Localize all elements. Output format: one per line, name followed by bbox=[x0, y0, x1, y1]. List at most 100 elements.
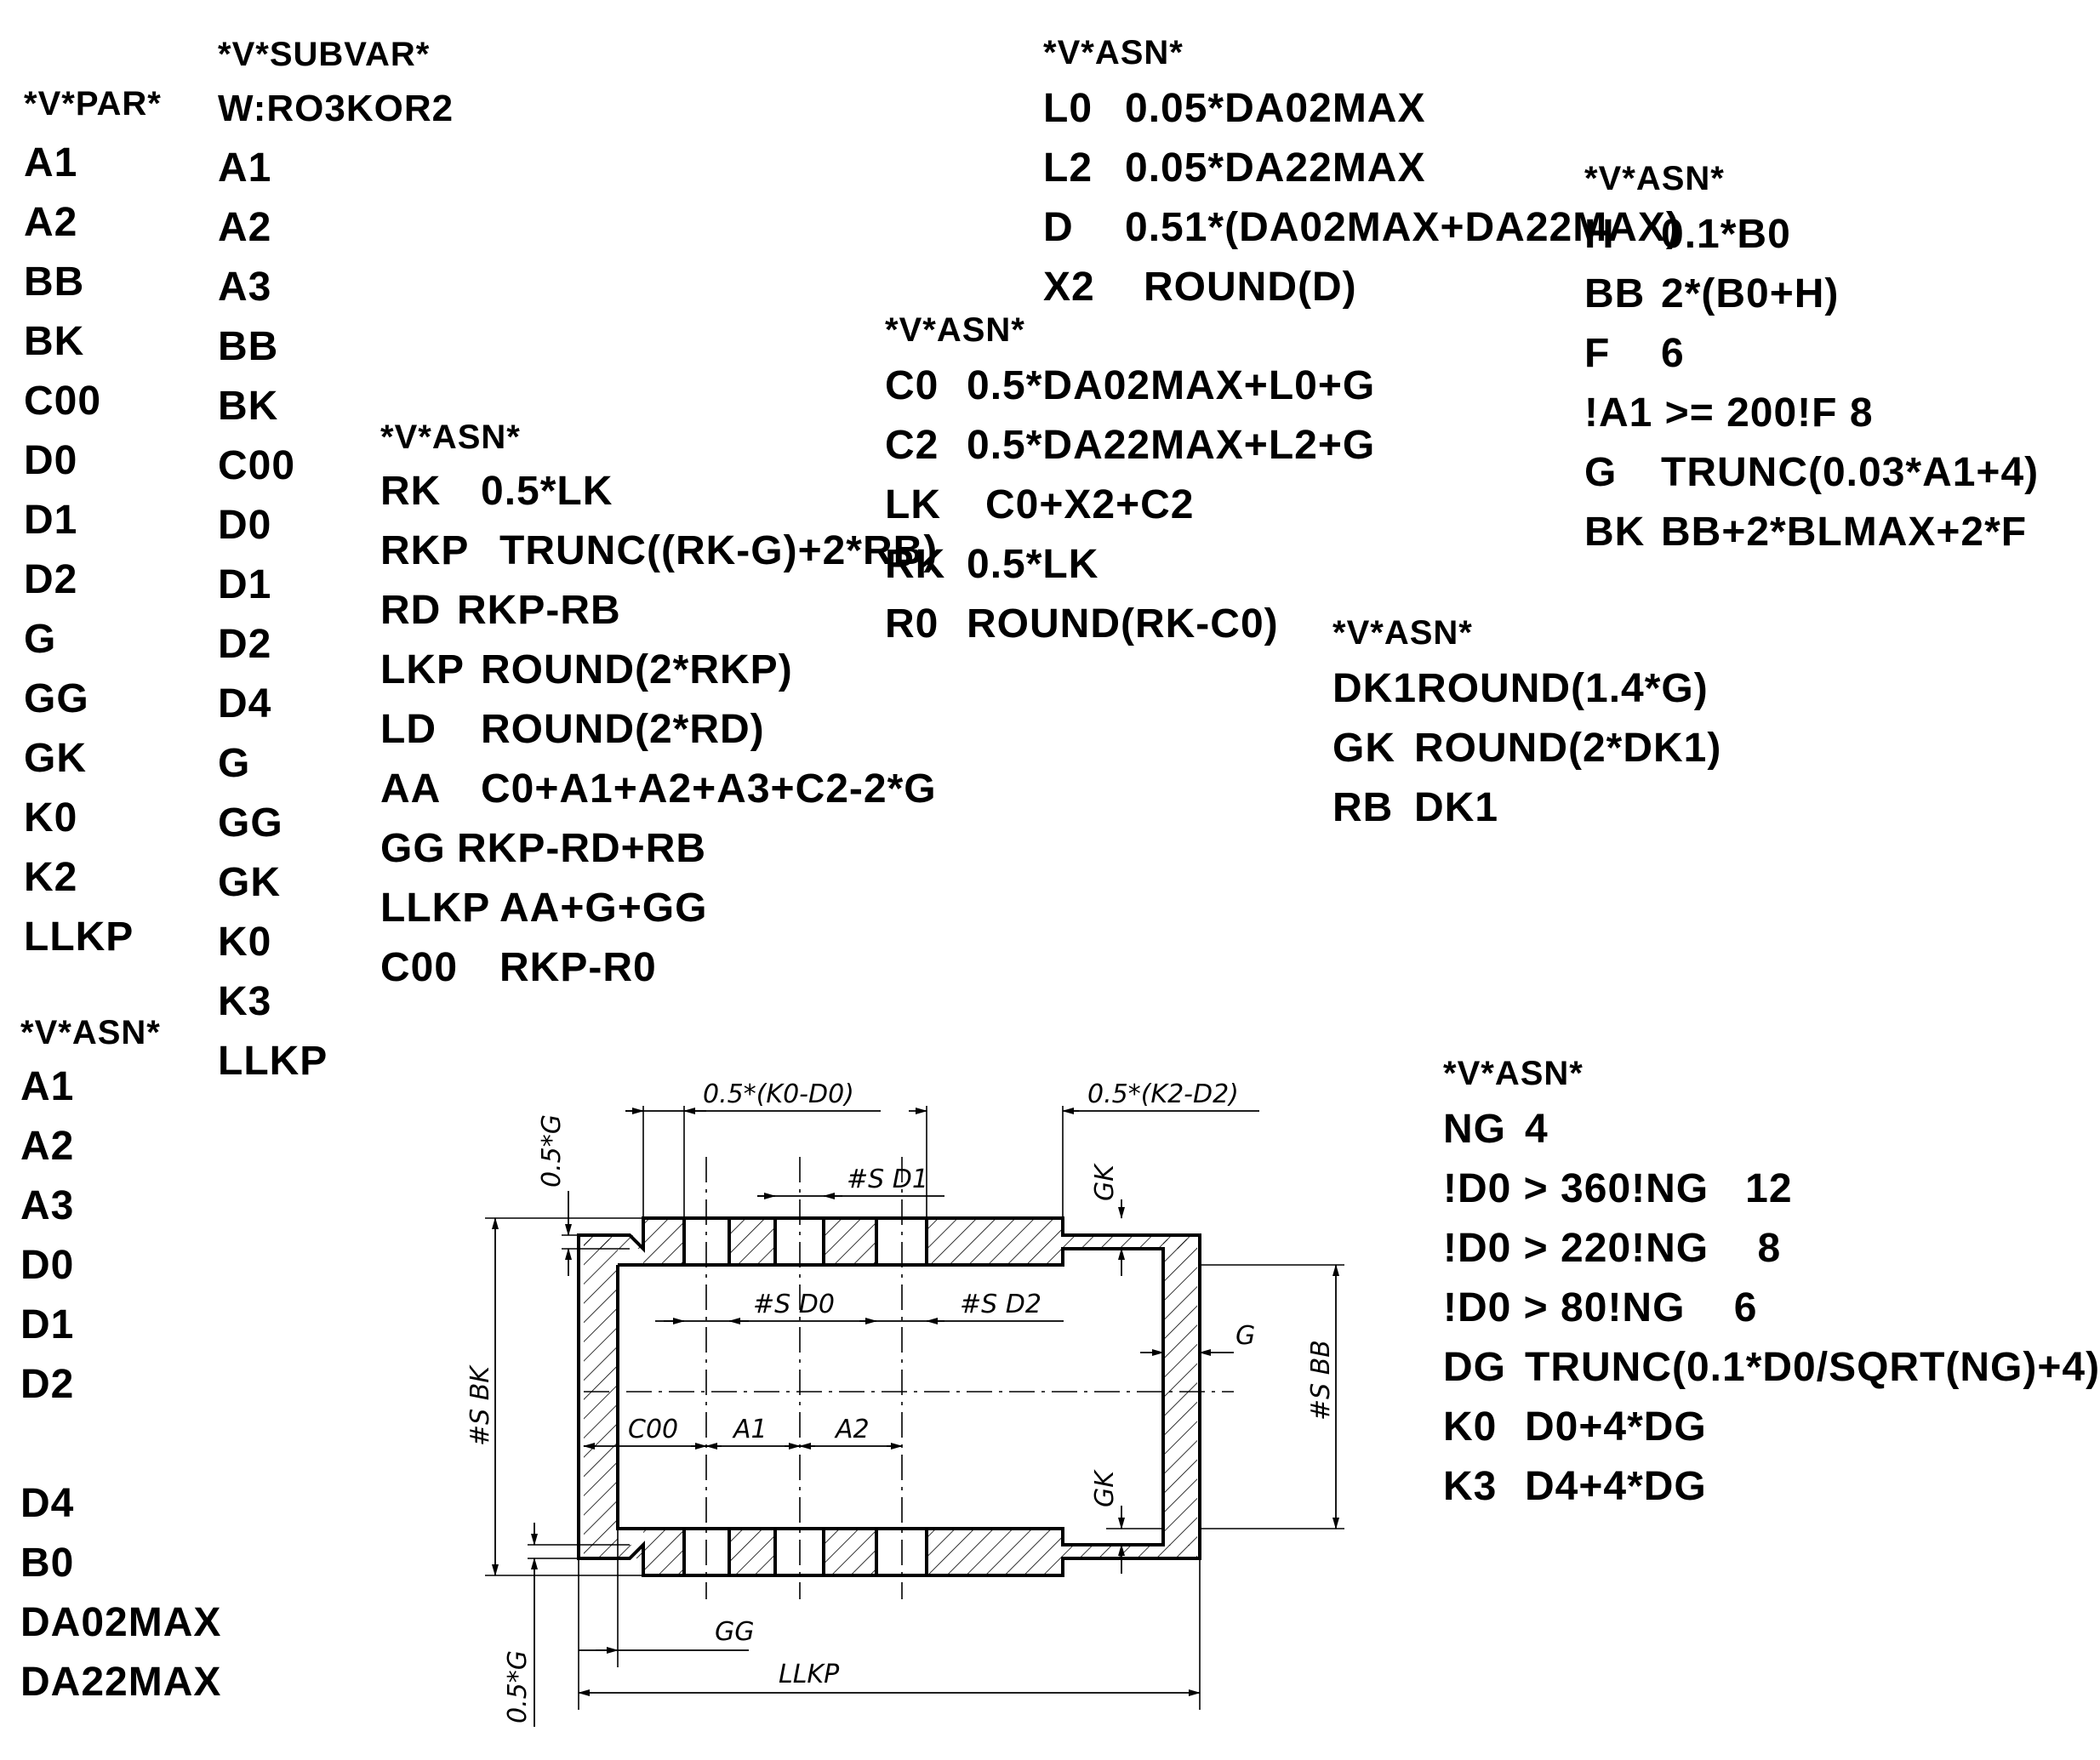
asn-c0-expr: 0.5*LK bbox=[967, 542, 1099, 587]
asn-c0-name: LK bbox=[885, 482, 941, 527]
subvar-item: A3 bbox=[218, 265, 272, 310]
subvar-item: BB bbox=[218, 324, 279, 369]
asn-rk-expr: TRUNC((RK-G)+2*RB) bbox=[499, 528, 939, 573]
dim-half-g-top: 0.5*G bbox=[537, 1114, 567, 1188]
asn-c0-name: R0 bbox=[885, 601, 939, 646]
asn-ng-name: K3 bbox=[1443, 1464, 1498, 1509]
par-item: BK bbox=[24, 319, 85, 364]
dimension-labels: 0.5*(K0-D0) 0.5*(K2-D2) #S D1 #S D0 #S D… bbox=[465, 1079, 1336, 1723]
dim-s-d1: #S D1 bbox=[847, 1165, 928, 1194]
asn-rk-name: RD bbox=[380, 588, 442, 633]
asn-h-row: BB 2*(B0+H) bbox=[1584, 274, 1839, 315]
asn-ng-row: !D0 > 220!NG 8 bbox=[1443, 1228, 1781, 1269]
asn-left-item: DA02MAX bbox=[20, 1600, 222, 1645]
asn-dk1-expr: DK1 bbox=[1414, 785, 1499, 830]
asn-h-expr: 2*(B0+H) bbox=[1661, 271, 1840, 316]
subvar-item: K3 bbox=[218, 979, 272, 1024]
par-item: C00 bbox=[24, 379, 102, 424]
asn-dk1-row: DK1ROUND(1.4*G) bbox=[1332, 669, 1709, 709]
asn-dk1-expr: ROUND(2*DK1) bbox=[1414, 726, 1722, 771]
asn-left-item: D4 bbox=[20, 1481, 75, 1526]
asn-ng-name: !D0 > 360!NG bbox=[1443, 1166, 1709, 1211]
subvar-item: GK bbox=[218, 860, 281, 905]
subvar-item: G bbox=[218, 741, 251, 786]
asn-rk-name: AA bbox=[380, 766, 442, 812]
subvar-block: *V*SUBVAR* W:RO3KOR2 A1 A2 A3 BB BK C00 … bbox=[218, 34, 453, 1089]
asn-dk1-header: *V*ASN* bbox=[1332, 614, 1473, 652]
subvar-header: *V*SUBVAR* bbox=[218, 36, 431, 73]
asn-ng-name: K0 bbox=[1443, 1404, 1498, 1450]
asn-dk1-name: RB bbox=[1332, 785, 1394, 830]
asn-rk-name: GG bbox=[380, 826, 446, 871]
asn-rk-name: LD bbox=[380, 707, 437, 752]
asn-c0-name: C2 bbox=[885, 423, 939, 468]
dim-s-bb: #S BB bbox=[1306, 1340, 1336, 1421]
asn-ng-row: !D0 > 360!NG 12 bbox=[1443, 1169, 1793, 1210]
asn-ng-row: !D0 > 80!NG 6 bbox=[1443, 1288, 1757, 1329]
asn-left-item: A3 bbox=[20, 1183, 75, 1228]
asn-left-item: D2 bbox=[20, 1362, 75, 1407]
dim-g-right: G bbox=[1235, 1321, 1255, 1351]
asn-rk-expr: RKP-RD+RB bbox=[457, 826, 707, 871]
asn-dk1-row: GK ROUND(2*DK1) bbox=[1332, 728, 1721, 769]
asn-c0-expr: ROUND(RK-C0) bbox=[967, 601, 1279, 646]
dim-s-d0: #S D0 bbox=[753, 1290, 835, 1319]
dim-k2-d2: 0.5*(K2-D2) bbox=[1087, 1079, 1239, 1109]
housing-outline bbox=[577, 1216, 1201, 1577]
par-item: A2 bbox=[24, 200, 78, 245]
asn-left-item: D0 bbox=[20, 1243, 75, 1288]
asn-h-name: F bbox=[1584, 331, 1611, 376]
asn-h-expr: 8 bbox=[1849, 390, 1874, 436]
extension-lines bbox=[485, 1106, 1344, 1710]
asn-h-expr: BB+2*BLMAX+2*F bbox=[1661, 510, 2028, 555]
asn-left-item: A1 bbox=[20, 1064, 75, 1109]
asn-ng-expr: 12 bbox=[1745, 1166, 1793, 1211]
par-item: A1 bbox=[24, 140, 78, 185]
asn-l0-name: D bbox=[1043, 205, 1074, 250]
asn-dk1-name: GK bbox=[1332, 726, 1395, 771]
subvar-item: D1 bbox=[218, 562, 272, 607]
par-item: BB bbox=[24, 259, 85, 305]
par-item: D0 bbox=[24, 438, 78, 483]
dim-s-bk: #S BK bbox=[465, 1364, 495, 1446]
asn-rk-header: *V*ASN* bbox=[380, 419, 521, 456]
asn-l0-expr: 0.05*DA02MAX bbox=[1125, 86, 1426, 131]
subvar-item: GG bbox=[218, 800, 283, 846]
asn-rk-expr: C0+A1+A2+A3+C2-2*G bbox=[481, 766, 937, 812]
asn-left-block: *V*ASN* A1 A2 A3 D0 D1 D2 D4 B0 DA02MAX … bbox=[20, 1012, 220, 1710]
asn-c0-row: R0 ROUND(RK-C0) bbox=[885, 604, 1279, 645]
asn-ng-name: !D0 > 220!NG bbox=[1443, 1226, 1709, 1271]
subvar-item: D0 bbox=[218, 503, 272, 548]
asn-h-expr: 0.1*B0 bbox=[1661, 212, 1791, 257]
subvar-item: LLKP bbox=[218, 1039, 328, 1084]
asn-left-item: B0 bbox=[20, 1541, 75, 1586]
par-item: D1 bbox=[24, 498, 78, 543]
subvar-item: C00 bbox=[218, 443, 296, 488]
asn-l0-header: *V*ASN* bbox=[1043, 34, 1184, 71]
asn-dk1-expr: ROUND(1.4*G) bbox=[1417, 666, 1709, 711]
par-block: *V*PAR* A1 A2 BB BK C00 D0 D1 D2 G GG GK… bbox=[24, 83, 194, 960]
par-item: LLKP bbox=[24, 914, 134, 960]
asn-h-name: BB bbox=[1584, 271, 1646, 316]
housing-drawing: 0.5*(K0-D0) 0.5*(K2-D2) #S D1 #S D0 #S D… bbox=[465, 1079, 1344, 1727]
asn-h-name: !A1 >= 200!F bbox=[1584, 390, 1838, 436]
asn-dk1-row: RB DK1 bbox=[1332, 788, 1498, 829]
